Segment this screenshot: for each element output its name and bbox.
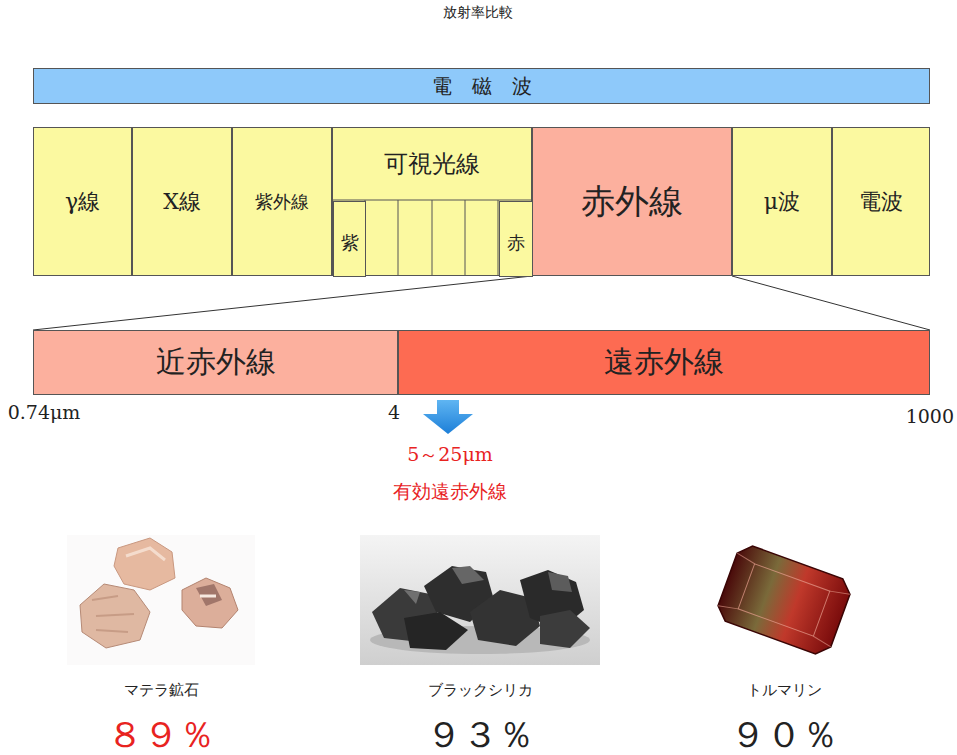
node-text: X線 (163, 187, 201, 217)
expansion-line (33, 276, 532, 330)
spectrum-box: X線 (132, 127, 232, 276)
node-label-box: γ線 (34, 128, 131, 275)
infrared-band: 遠赤外線 (398, 330, 930, 395)
range-value: 0.74μm (8, 401, 81, 423)
node-label-box: 遠赤外線 (399, 331, 929, 394)
node-label-box: 近赤外線 (34, 331, 397, 394)
node-text: 赤外線 (581, 179, 683, 225)
node-label-box: 可視光線 (333, 128, 531, 199)
node-label-box: 赤外線 (533, 128, 731, 275)
matera-ore-photo (67, 535, 255, 665)
material-name: トルマリン (747, 681, 822, 700)
node-label-box: 紫外線 (233, 128, 331, 275)
spectrum-box: 電波 (832, 127, 930, 276)
title: 放射率比較 (443, 4, 513, 22)
cell-divider (465, 200, 466, 276)
spectrum-box: γ線 (33, 127, 132, 276)
node-text: 紫 (341, 231, 359, 255)
spectrum-box: μ波 (732, 127, 832, 276)
effective-range: 5～25μm (407, 442, 493, 468)
emissivity-value: ８９％ (107, 711, 215, 755)
node-text: 赤 (507, 231, 525, 255)
spectrum-box: 可視光線紫 赤 (332, 127, 532, 276)
material-name: ブラックシリカ (428, 681, 533, 700)
node-text: γ線 (65, 187, 100, 217)
infrared-band: 近赤外線 (33, 330, 398, 395)
node-label-box: X線 (133, 128, 231, 275)
node-text: 可視光線 (384, 148, 480, 180)
black-silica-photo (360, 535, 600, 665)
spectrum-box: 赤外線 (532, 127, 732, 276)
material-name: マテラ鉱石 (124, 681, 199, 700)
color-cell: 紫 (333, 201, 366, 277)
node-text: μ波 (764, 187, 800, 217)
node-text: 電波 (859, 187, 903, 217)
band: 電 磁 波 (33, 68, 930, 104)
node-label-box: 電 磁 波 (34, 69, 929, 103)
emissivity-value: ９０％ (730, 711, 838, 755)
node-label-box: 電波 (833, 128, 929, 275)
effective-label: 有効遠赤外線 (393, 479, 507, 505)
node-label-box: 紫 (334, 202, 365, 284)
down-arrow (423, 400, 473, 434)
node-label-box: μ波 (733, 128, 831, 275)
expansion-line (732, 276, 930, 330)
node-label-box: 赤 (500, 202, 532, 284)
node-text: 電 磁 波 (432, 73, 532, 100)
node-text: 近赤外線 (156, 342, 276, 383)
spectrum-box: 紫外線 (232, 127, 332, 276)
range-value: 1000 (906, 405, 954, 427)
range-value: 4 (388, 401, 400, 423)
color-cell: 赤 (499, 201, 533, 277)
cell-divider (432, 200, 433, 276)
node-text: 遠赤外線 (604, 342, 724, 383)
node-text: 紫外線 (255, 190, 309, 214)
emissivity-value: ９３％ (426, 711, 534, 755)
tourmaline-photo (703, 535, 865, 665)
cell-divider (398, 200, 399, 276)
visible-band-fill (332, 127, 532, 276)
